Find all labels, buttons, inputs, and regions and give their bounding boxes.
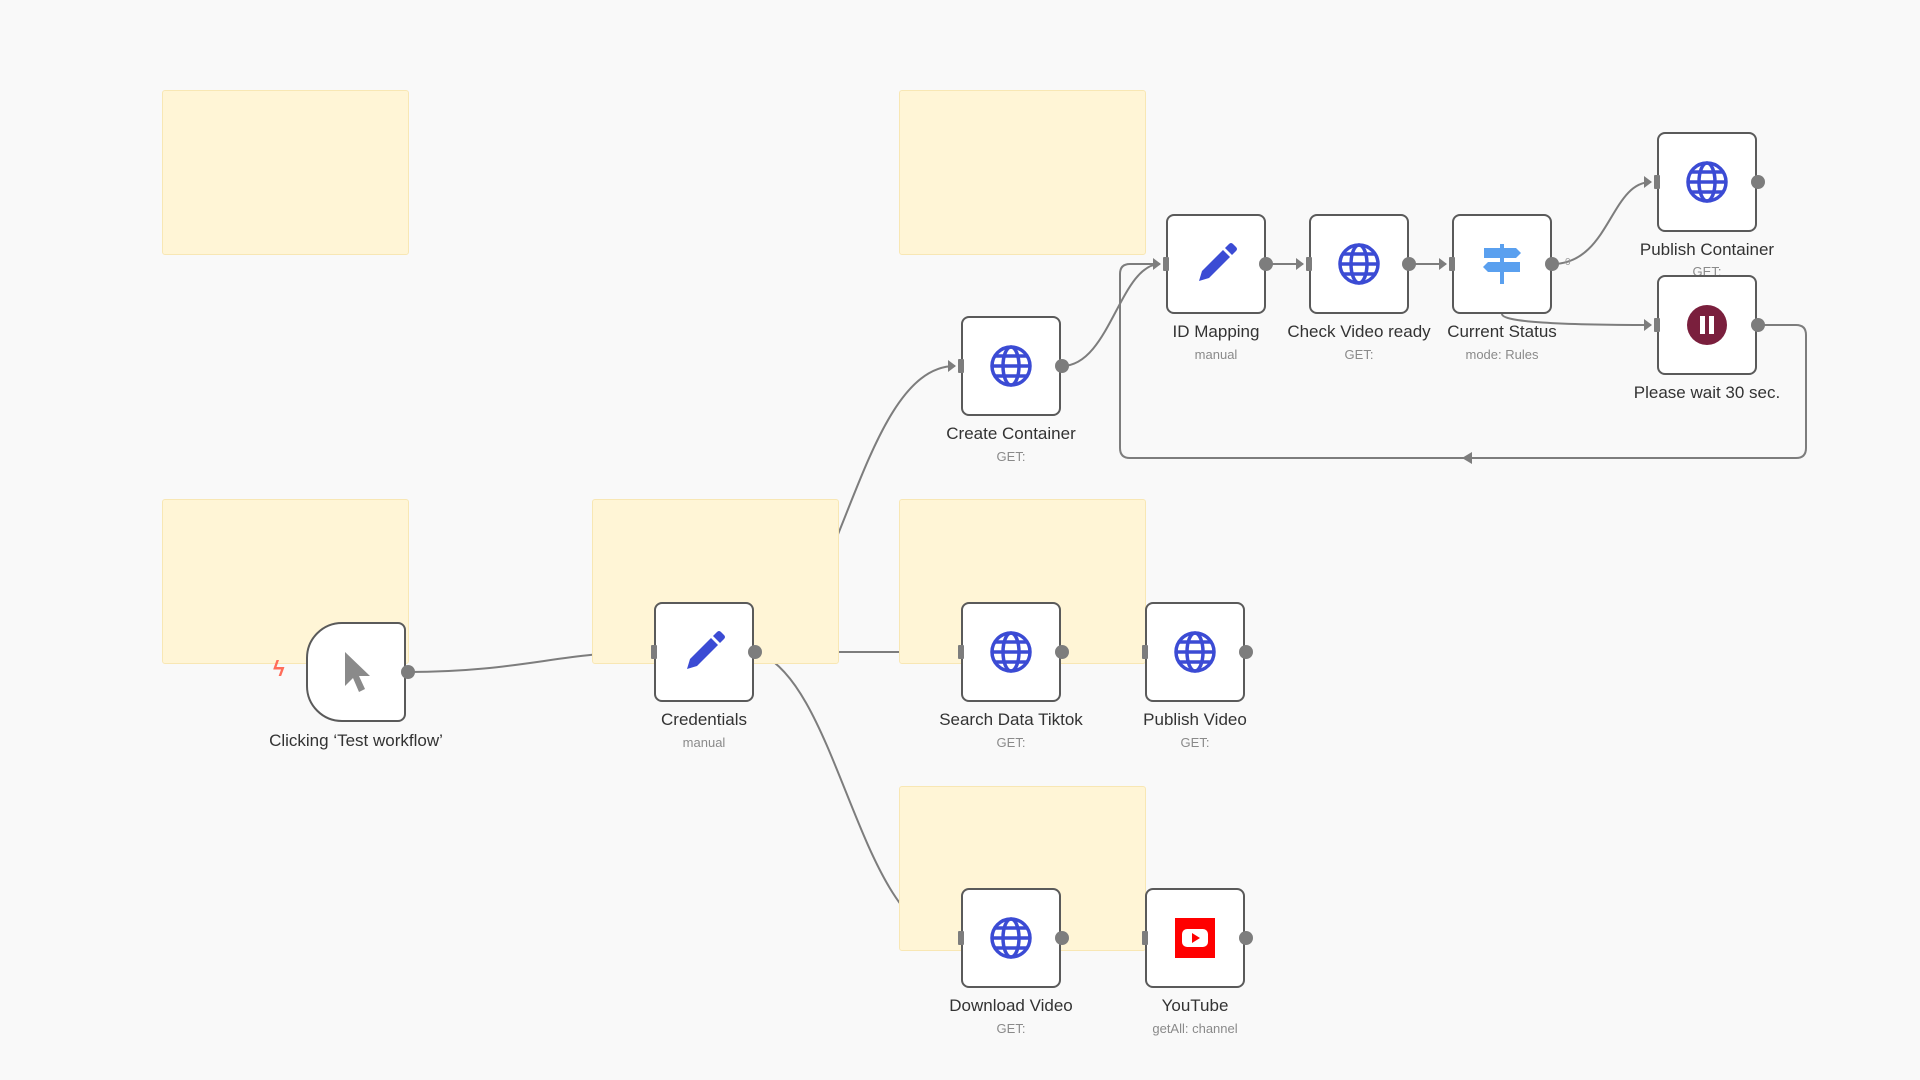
node-publish-container[interactable] — [1657, 132, 1757, 232]
pencil-icon — [1199, 243, 1237, 281]
node-download-video[interactable] — [961, 888, 1061, 988]
node-trigger[interactable] — [306, 622, 406, 722]
globe-icon — [990, 345, 1032, 387]
credentials-input-port[interactable] — [651, 645, 657, 659]
search-tiktok-input-port[interactable] — [958, 645, 964, 659]
node-id-mapping-label: ID Mapping — [1172, 322, 1260, 341]
node-search-tiktok-label: Search Data Tiktok — [939, 710, 1083, 729]
globe-icon — [1174, 631, 1216, 673]
create-container-output-port[interactable] — [1055, 359, 1069, 373]
youtube-output-port[interactable] — [1239, 931, 1253, 945]
search-tiktok-output-port[interactable] — [1055, 645, 1069, 659]
node-youtube-sub: getAll: channel — [1152, 1021, 1238, 1036]
node-id-mapping[interactable] — [1166, 214, 1266, 314]
node-create-container-sub: GET: — [996, 449, 1026, 464]
node-search-tiktok-sub: GET: — [996, 735, 1026, 750]
trigger-output-port[interactable] — [401, 665, 415, 679]
current-status-output-port[interactable] — [1545, 257, 1559, 271]
node-publish-video-label: Publish Video — [1143, 710, 1247, 729]
globe-icon — [1338, 243, 1380, 285]
node-check-video-ready[interactable] — [1309, 214, 1409, 314]
node-credentials-sub: manual — [682, 735, 726, 750]
sticky-note-1[interactable] — [162, 90, 409, 255]
node-youtube[interactable] — [1145, 888, 1245, 988]
pause-icon — [1687, 305, 1727, 345]
pencil-icon — [687, 631, 725, 669]
youtube-icon — [1175, 918, 1215, 958]
globe-icon — [990, 917, 1032, 959]
publish-video-output-port[interactable] — [1239, 645, 1253, 659]
node-create-container-label: Create Container — [946, 424, 1076, 443]
node-search-data-tiktok[interactable] — [961, 602, 1061, 702]
node-publish-container-sub: GET: — [1692, 264, 1722, 276]
node-youtube-label: YouTube — [1161, 996, 1229, 1015]
node-trigger-label: Clicking ‘Test workflow’ — [269, 731, 443, 750]
publish-video-input-port[interactable] — [1142, 645, 1148, 659]
globe-icon — [990, 631, 1032, 673]
node-please-wait-label: Please wait 30 sec. — [1633, 383, 1781, 402]
node-check-video-label: Check Video ready — [1287, 322, 1431, 341]
id-mapping-output-port[interactable] — [1259, 257, 1273, 271]
sticky-note-2[interactable] — [899, 90, 1146, 255]
node-download-video-sub: GET: — [996, 1021, 1026, 1036]
current-status-input-port[interactable] — [1449, 257, 1455, 271]
publish-container-output-port[interactable] — [1751, 175, 1765, 189]
node-check-video-sub: GET: — [1344, 347, 1374, 362]
node-current-status-label: Current Status — [1447, 322, 1557, 341]
publish-container-input-port[interactable] — [1654, 175, 1660, 189]
download-video-output-port[interactable] — [1055, 931, 1069, 945]
node-credentials-label: Credentials — [661, 710, 747, 729]
signpost-icon — [1483, 244, 1521, 284]
node-please-wait[interactable] — [1657, 275, 1757, 375]
please-wait-output-port[interactable] — [1751, 318, 1765, 332]
create-container-input-port[interactable] — [958, 359, 964, 373]
check-video-input-port[interactable] — [1306, 257, 1312, 271]
node-publish-video[interactable] — [1145, 602, 1245, 702]
node-download-video-label: Download Video — [949, 996, 1073, 1015]
node-publish-container-label: Publish Container — [1639, 240, 1775, 259]
please-wait-input-port[interactable] — [1654, 318, 1660, 332]
node-credentials[interactable] — [654, 602, 754, 702]
node-publish-video-sub: GET: — [1180, 735, 1210, 750]
node-current-status[interactable] — [1452, 214, 1552, 314]
node-current-status-sub: mode: Rules — [1465, 347, 1539, 362]
node-id-mapping-sub: manual — [1194, 347, 1238, 362]
pointer-icon — [345, 652, 370, 692]
globe-icon — [1686, 161, 1728, 203]
check-video-output-port[interactable] — [1402, 257, 1416, 271]
id-mapping-input-port[interactable] — [1163, 257, 1169, 271]
youtube-input-port[interactable] — [1142, 931, 1148, 945]
current-status-branch-label: 0 — [1565, 257, 1571, 268]
trigger-bolt-icon: ϟ — [273, 656, 285, 681]
download-video-input-port[interactable] — [958, 931, 964, 945]
credentials-output-port[interactable] — [748, 645, 762, 659]
node-create-container[interactable] — [961, 316, 1061, 416]
